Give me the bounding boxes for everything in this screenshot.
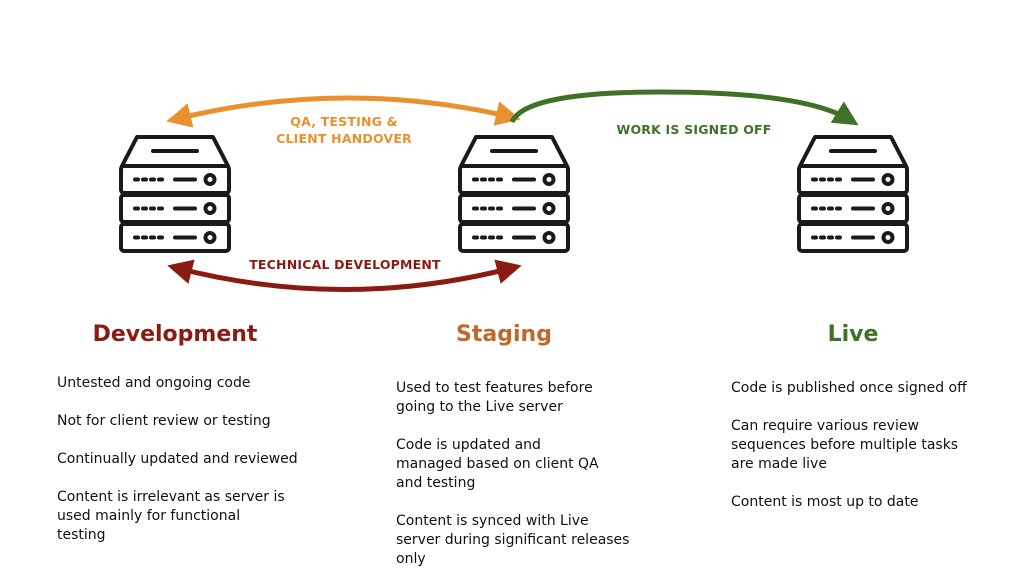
- list-item: Code is updated and managed based on cli…: [396, 437, 599, 491]
- qa-testing-label: QA, TESTING & CLIENT HANDOVER: [264, 113, 424, 147]
- live-list: Code is published once signed off Can re…: [731, 379, 976, 531]
- signoff-label: WORK IS SIGNED OFF: [616, 122, 772, 137]
- server-icon: [797, 135, 909, 253]
- server-icon: [119, 135, 231, 253]
- server-icon: [458, 135, 570, 253]
- signoff-arrow: [509, 89, 859, 126]
- qa-testing-arrow: [166, 95, 521, 128]
- deployment-diagram: QA, TESTING & CLIENT HANDOVER WORK IS SI…: [57, 89, 976, 567]
- staging-title: Staging: [456, 322, 552, 347]
- list-item: Can require various review sequences bef…: [731, 418, 959, 472]
- staging-list: Used to test features before going to th…: [396, 379, 636, 588]
- list-item: Untested and ongoing code: [57, 375, 251, 391]
- technical-development-label: TECHNICAL DEVELOPMENT: [249, 257, 441, 272]
- qa-label-line2: CLIENT HANDOVER: [276, 131, 412, 146]
- list-item: Content is synced with Live server durin…: [396, 513, 630, 567]
- arrows-layer: [166, 89, 859, 292]
- list-item: Used to test features before going to th…: [396, 380, 593, 415]
- list-item: Continually updated and reviewed: [57, 451, 298, 467]
- list-item: Content is most up to date: [731, 494, 919, 510]
- list-item: Code is published once signed off: [731, 380, 967, 396]
- qa-label-line1: QA, TESTING &: [290, 114, 398, 129]
- technical-development-arrow: [167, 259, 522, 292]
- live-title: Live: [827, 322, 879, 347]
- list-item: Content is irrelevant as server is used …: [57, 489, 285, 543]
- development-title: Development: [92, 322, 258, 347]
- list-item: Not for client review or testing: [57, 413, 271, 429]
- development-list: Untested and ongoing code Not for client…: [57, 374, 317, 564]
